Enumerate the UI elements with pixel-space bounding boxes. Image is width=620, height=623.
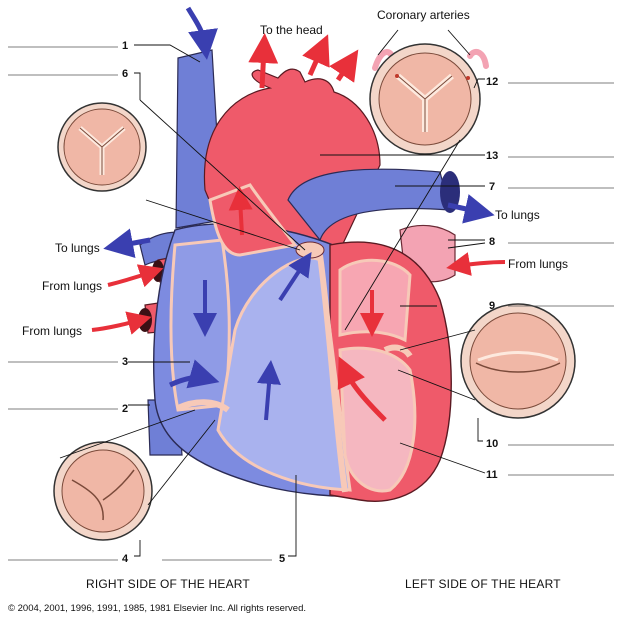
number-3: 3 [122,356,128,368]
mitral-valve-small [383,344,413,358]
arrow-from-lungs-left-lower [91,311,152,335]
label-from-lungs-left-upper: From lungs [42,279,102,293]
pulmonary-artery-opening [440,171,460,213]
number-5: 5 [279,553,285,565]
arrow-svc-in [185,6,218,60]
label-to-lungs-right: To lungs [495,208,540,222]
right-atrium [169,238,231,412]
label-from-lungs-right: From lungs [508,257,568,271]
number-11: 11 [486,469,498,481]
arrow-to-head-3 [329,49,359,83]
septum [317,254,348,493]
arrow-ra-to-rv [168,359,220,389]
caption-left-side: LEFT SIDE OF THE HEART [405,577,561,591]
right-ventricle [216,256,352,492]
arrow-to-head-1 [248,33,279,89]
coronary-artery-left [372,49,395,71]
answer-blanks [8,46,614,561]
number-2: 2 [122,403,128,415]
label-from-lungs-left-lower: From lungs [22,324,82,338]
arrow-lv-up [337,356,387,422]
valve-inset-6 [57,102,147,192]
arrow-aorta-up [228,186,253,236]
left-atrium [338,258,412,343]
arrow-to-lungs-right [447,194,495,224]
number-8: 8 [489,236,495,248]
number-1: 1 [122,40,128,52]
tricuspid-valve-small [176,399,230,413]
number-10: 10 [486,438,498,450]
leader-lines [59,29,486,557]
label-to-the-head: To the head [260,23,323,37]
flow-labels: To the head Coronary arteries To lungs T… [22,8,568,338]
label-coronary-arteries: Coronary arteries [377,8,470,22]
number-6: 6 [122,68,128,80]
pulmonary-valve-small [295,241,325,259]
label-to-lungs-left: To lungs [55,241,100,255]
number-12: 12 [486,76,498,88]
copyright: © 2004, 2001, 1996, 1991, 1985, 1981 Els… [8,603,306,614]
flow-arrows [91,6,506,422]
arrow-rv-pulmonary [278,251,312,302]
arrow-from-lungs-left-upper [107,264,164,288]
arrow-to-head-2 [302,34,330,77]
caption-right-side: RIGHT SIDE OF THE HEART [86,577,250,591]
number-9: 9 [489,300,495,312]
pulmonary-vein-left-lower-opening [138,308,152,332]
valve-inset-4 [53,441,153,541]
arrow-rv-up [257,360,281,421]
valve-inset-10 [460,303,576,419]
arrow-from-lungs-right [446,252,506,276]
heart-illustration [91,6,506,502]
number-labels: 1 2 3 4 5 6 7 8 9 10 11 12 13 [122,40,498,565]
arrow-to-lungs-left [103,228,151,258]
number-13: 13 [486,150,498,162]
left-ventricle [338,346,417,493]
number-4: 4 [122,553,129,565]
number-7: 7 [489,181,495,193]
valve-inset-12 [369,43,481,155]
coronary-artery-right [467,48,489,69]
